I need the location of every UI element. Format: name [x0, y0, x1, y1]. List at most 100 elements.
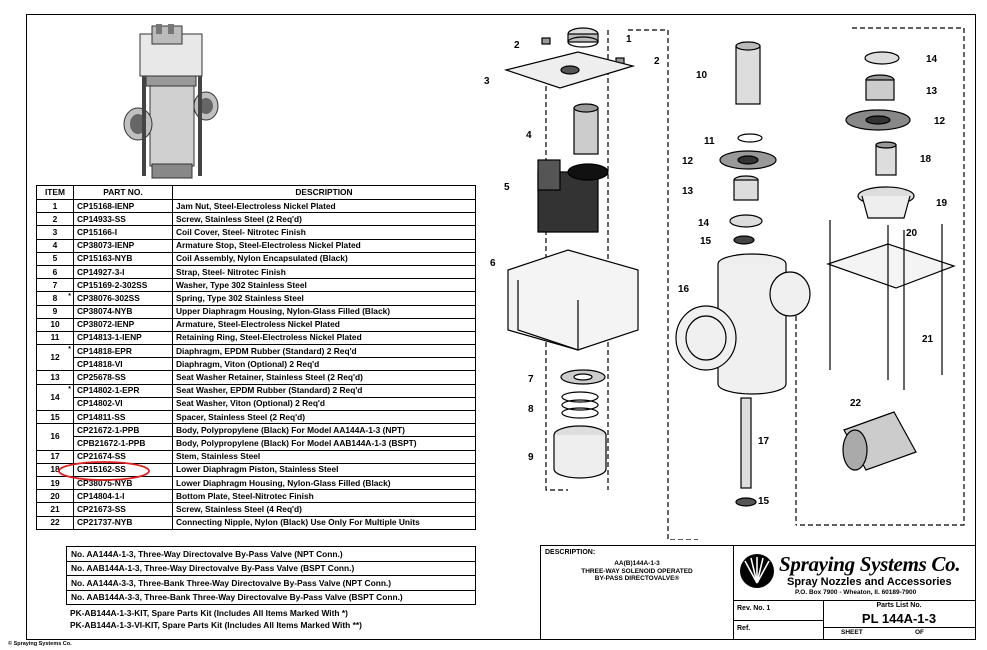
- item-number: 22: [36, 515, 74, 530]
- part-number: CP25678-SS: [73, 370, 173, 385]
- part-description: Connecting Nipple, Nylon (Black) Use Onl…: [172, 515, 476, 530]
- title-block-description: DESCRIPTION: AA(B)144A-1-3 THREE-WAY SOL…: [541, 546, 734, 639]
- model-variants-table: No. AA144A-1-3, Three-Way Directovalve B…: [66, 546, 476, 605]
- item-number: 21: [36, 502, 74, 517]
- callout-label: 13: [926, 86, 938, 97]
- header-part-no: PART NO.: [73, 185, 173, 200]
- part-number: CP38073-IENP: [73, 238, 173, 253]
- callout-label: 14: [698, 218, 710, 229]
- callout-label: 1: [626, 34, 632, 45]
- part-description: Upper Diaphragm Housing, Nylon-Glass Fil…: [172, 304, 476, 319]
- part-number: CP14818-VI: [73, 357, 173, 372]
- item-number: 16: [36, 423, 74, 451]
- part-description: Washer, Type 302 Stainless Steel: [172, 278, 476, 293]
- callout-label: 22: [850, 398, 862, 409]
- item-number: 20: [36, 489, 74, 504]
- part-description: Body, Polypropylene (Black) For Model AA…: [172, 436, 476, 451]
- part-number: CP38076-302SS: [73, 291, 173, 306]
- callout-label: 13: [682, 186, 694, 197]
- header-description: DESCRIPTION: [172, 185, 476, 200]
- callout-label: 15: [700, 236, 712, 247]
- part-description: Lower Diaphragm Housing, Nylon-Glass Fil…: [172, 475, 476, 491]
- part-description: Screw, Stainless Steel (2 Req'd): [172, 212, 476, 227]
- part-description: Coil Assembly, Nylon Encapsulated (Black…: [172, 251, 476, 266]
- item-number: 13: [36, 370, 74, 385]
- spare-kit-marker: *: [68, 293, 71, 301]
- description-label: DESCRIPTION:: [545, 549, 596, 556]
- callout-label: 7: [528, 374, 534, 385]
- callout-label: 8: [528, 404, 534, 415]
- part-number: CP14933-SS: [73, 212, 173, 227]
- parts-list-cell: Parts List No. PL 144A-1-3 SHEET OF: [823, 600, 975, 639]
- part-description: Seat Washer, EPDM Rubber (Standard) 2 Re…: [172, 383, 476, 398]
- part-number: CP14927-3-I: [73, 264, 173, 280]
- callout-label: 17: [758, 436, 770, 447]
- part-number: CP21737-NYB: [73, 515, 173, 530]
- callout-label: 15: [758, 496, 770, 507]
- callout-label: 11: [704, 136, 715, 147]
- item-number: 12*: [36, 344, 74, 372]
- part-number: CP15169-2-302SS: [73, 278, 173, 293]
- part-description: Spring, Type 302 Stainless Steel: [172, 291, 476, 306]
- description-line: AA(B)144A-1-3: [614, 560, 660, 567]
- part-number: CP14802-VI: [73, 396, 173, 412]
- item-number: 5: [36, 251, 74, 266]
- item-number: 8*: [36, 291, 74, 306]
- part-description: Jam Nut, Steel-Electroless Nickel Plated: [172, 198, 476, 214]
- part-number: CP38074-NYB: [73, 304, 173, 319]
- table-header-row: ITEM PART NO. DESCRIPTION: [36, 185, 476, 200]
- part-number: CP14802-1-EPR: [73, 383, 173, 398]
- ref-label: Ref.: [737, 625, 751, 632]
- part-number: CP14813-1-IENP: [73, 330, 173, 346]
- item-number: 17: [36, 449, 74, 464]
- part-description: Armature, Steel-Electroless Nickel Plate…: [172, 317, 476, 332]
- callout-label: 21: [922, 334, 934, 345]
- revision-cell: Rev. No. 1: [733, 600, 824, 621]
- part-description: Diaphragm, Viton (Optional) 2 Req'd: [172, 357, 476, 372]
- part-description: Spacer, Stainless Steel (2 Req'd): [172, 409, 476, 425]
- callout-label: 2: [654, 56, 660, 67]
- part-number: CP15168-IENP: [73, 198, 173, 214]
- part-description: Armature Stop, Steel-Electroless Nickel …: [172, 238, 476, 253]
- part-number: CP38072-IENP: [73, 317, 173, 332]
- sheet-label: SHEET: [841, 629, 863, 636]
- drawing-frame: [26, 14, 976, 640]
- kit-line: PK-AB144A-1-3-VI-KIT, Spare Parts Kit (I…: [70, 620, 362, 630]
- rev-label: Rev. No. 1: [737, 605, 771, 612]
- brand-name: Spraying Systems Co.: [779, 552, 961, 576]
- callout-label: 6: [490, 258, 496, 269]
- part-description: Coil Cover, Steel- Nitrotec Finish: [172, 225, 476, 240]
- callout-label: 12: [934, 116, 946, 127]
- callout-label: 19: [936, 198, 948, 209]
- brand-address: P.O. Box 7900 - Wheaton, Il. 60189-7900: [795, 589, 917, 596]
- variant-text: No. AA144A-3-3, Three-Bank Three-Way Dir…: [66, 575, 476, 591]
- variant-row: No. AA144A-3-3, Three-Bank Three-Way Dir…: [66, 575, 476, 591]
- item-number: 3: [36, 225, 74, 240]
- variant-row: No. AA144A-1-3, Three-Way Directovalve B…: [66, 546, 476, 562]
- callout-label: 9: [528, 452, 534, 463]
- item-number: 11: [36, 330, 74, 346]
- copyright-note: © Spraying Systems Co.: [8, 641, 72, 647]
- title-block: DESCRIPTION: AA(B)144A-1-3 THREE-WAY SOL…: [540, 545, 976, 640]
- item-number: 1: [36, 198, 74, 214]
- item-number: 2: [36, 212, 74, 227]
- part-description: Seat Washer, Viton (Optional) 2 Req'd: [172, 396, 476, 412]
- kit-line: PK-AB144A-1-3-KIT, Spare Parts Kit (Incl…: [70, 608, 348, 618]
- exploded-view-drawing: 1223456789101112131415161715141312181920…: [484, 27, 965, 540]
- callout-label: 12: [682, 156, 694, 167]
